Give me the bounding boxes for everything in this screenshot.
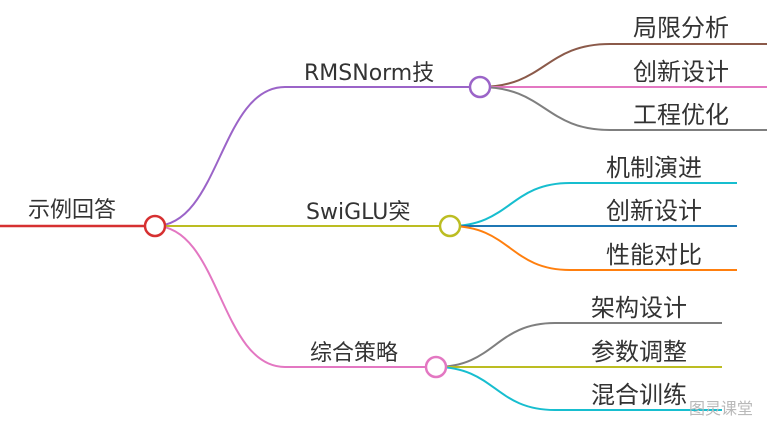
leaf-1-3-label: 工程优化 xyxy=(633,101,729,129)
branch-2-label: SwiGLU突 xyxy=(306,200,410,225)
branch-3-label: 综合策略 xyxy=(310,341,398,366)
leaf-2-3-connector xyxy=(449,225,737,271)
branch-3-node xyxy=(424,355,448,379)
leaf-3-2-label: 参数调整 xyxy=(591,338,687,366)
leaf-3-3-connector xyxy=(435,366,722,411)
leaf-2-1-connector xyxy=(449,182,737,227)
branch-1-label: RMSNorm技 xyxy=(304,61,434,86)
leaf-3-3-label: 混合训练 xyxy=(591,381,687,409)
leaf-2-2-label: 创新设计 xyxy=(606,197,702,225)
leaf-3-1-connector xyxy=(435,322,722,368)
root-node xyxy=(143,214,167,238)
leaf-1-3-connector xyxy=(479,86,767,131)
leaf-2-3-label: 性能对比 xyxy=(606,241,702,269)
branch-3-connector xyxy=(154,225,436,368)
watermark-text: 图灵课堂 xyxy=(689,399,753,418)
root-label: 示例回答 xyxy=(28,198,116,223)
leaf-1-2-label: 创新设计 xyxy=(633,58,729,86)
branch-2-node xyxy=(438,214,462,238)
leaf-3-1-label: 架构设计 xyxy=(591,294,687,322)
leaf-2-1-label: 机制演进 xyxy=(606,154,702,182)
leaf-1-1-connector xyxy=(479,43,767,88)
branch-1-connector xyxy=(154,86,480,227)
branch-1-node xyxy=(468,75,492,99)
leaf-1-1-label: 局限分析 xyxy=(633,14,729,42)
